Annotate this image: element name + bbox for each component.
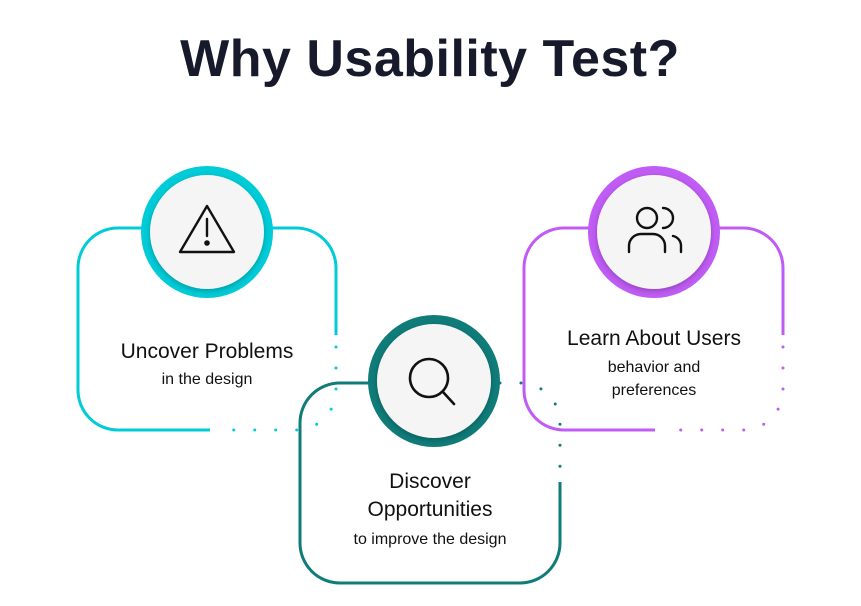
users-icon [627, 206, 683, 254]
icon-badge [597, 175, 711, 289]
card-description-line: behavior and [608, 359, 701, 376]
card-heading: Uncover Problems [121, 340, 294, 363]
card-discover-opportunities: Discover Opportunities to improve the de… [298, 315, 562, 585]
page-title: Why Usability Test? [180, 30, 680, 88]
card-learn-about-users: Learn About Users behavior and preferenc… [522, 166, 785, 432]
search-icon [408, 357, 456, 406]
card-description-line: preferences [612, 382, 697, 399]
card-description: in the design [162, 371, 253, 388]
icon-badge [377, 324, 491, 438]
warning-icon [178, 204, 236, 254]
card-heading-line: Discover [389, 470, 471, 493]
card-border [298, 381, 562, 585]
card-uncover-problems: Uncover Problems in the design [76, 166, 338, 432]
card-border [522, 226, 785, 432]
card-border [76, 226, 338, 432]
card-description: to improve the design [354, 531, 507, 548]
card-heading: Learn About Users [567, 327, 741, 350]
card-heading-line: Opportunities [368, 498, 493, 521]
